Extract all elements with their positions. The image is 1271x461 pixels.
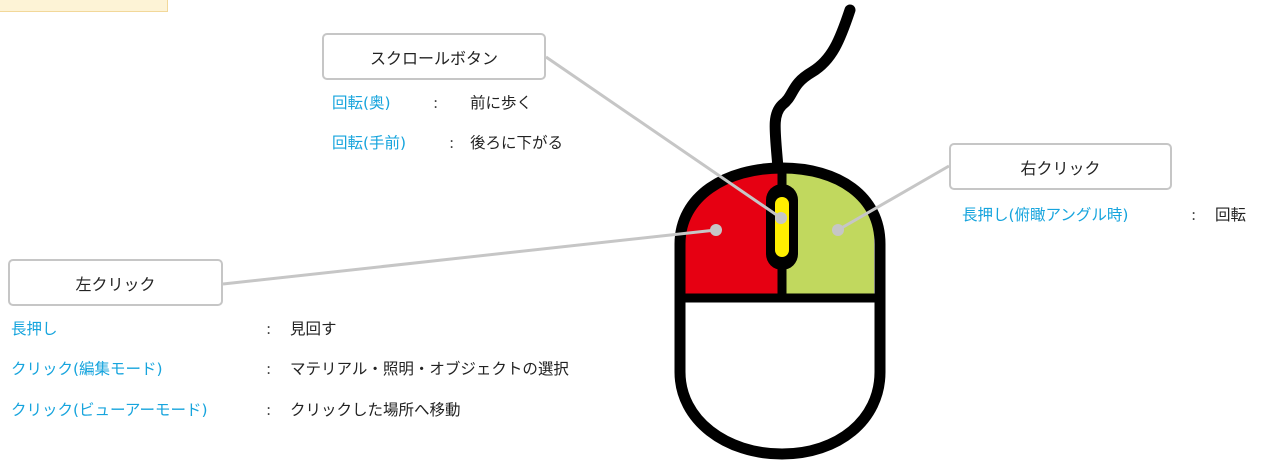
left-effect-label: クリックした場所へ移動	[290, 401, 461, 419]
left-leader-dot	[710, 224, 722, 236]
left-click-hold-row: 長押し : 見回す	[11, 319, 337, 339]
right-effect-label: 回転	[1215, 206, 1247, 224]
scroll-button-title: スクロールボタン	[369, 48, 498, 68]
separator: :	[449, 134, 455, 152]
right-button-fill	[782, 168, 874, 294]
scroll-effect-label: 後ろに下がる	[470, 134, 564, 152]
corner-tab	[0, 0, 168, 12]
separator: :	[266, 401, 272, 419]
left-click-callout: 左クリック	[8, 259, 223, 306]
scroll-button-callout: スクロールボタン	[322, 33, 546, 80]
left-action-label: クリック(編集モード)	[11, 360, 163, 378]
scroll-action-label: 回転(手前)	[332, 134, 407, 152]
scroll-rotate-forward-row: 回転(奥) : 前に歩く	[332, 93, 532, 113]
left-click-title: 左クリック	[75, 274, 156, 294]
left-action-label: 長押し	[11, 320, 58, 338]
mouse-cable	[769, 4, 856, 174]
scroll-rotate-back-row: 回転(手前) : 後ろに下がる	[332, 133, 563, 153]
separator: :	[266, 360, 272, 378]
separator: :	[1191, 206, 1197, 224]
mouse-body-outline	[674, 162, 886, 460]
right-leader-line	[837, 164, 950, 232]
right-action-label: 長押し(俯瞰アングル時)	[962, 206, 1129, 224]
left-click-viewer-row: クリック(ビューアーモード) : クリックした場所へ移動	[11, 400, 461, 420]
right-leader-dot	[832, 224, 844, 236]
scroll-leader-dot	[775, 212, 787, 224]
scroll-effect-label: 前に歩く	[470, 94, 533, 112]
separator: :	[433, 94, 439, 112]
separator: :	[266, 320, 272, 338]
scroll-action-label: 回転(奥)	[332, 94, 391, 112]
left-effect-label: マテリアル・照明・オブジェクトの選択	[290, 360, 569, 378]
left-click-edit-row: クリック(編集モード) : マテリアル・照明・オブジェクトの選択	[11, 359, 569, 379]
left-leader-line	[222, 228, 717, 286]
right-click-title: 右クリック	[1020, 158, 1101, 178]
scroll-wheel	[775, 197, 789, 257]
right-click-hold-row: 長押し(俯瞰アングル時) : 回転	[962, 205, 1246, 225]
right-click-callout: 右クリック	[949, 143, 1172, 190]
left-action-label: クリック(ビューアーモード)	[11, 401, 208, 419]
left-effect-label: 見回す	[290, 320, 337, 338]
scroll-leader-line	[545, 55, 782, 220]
